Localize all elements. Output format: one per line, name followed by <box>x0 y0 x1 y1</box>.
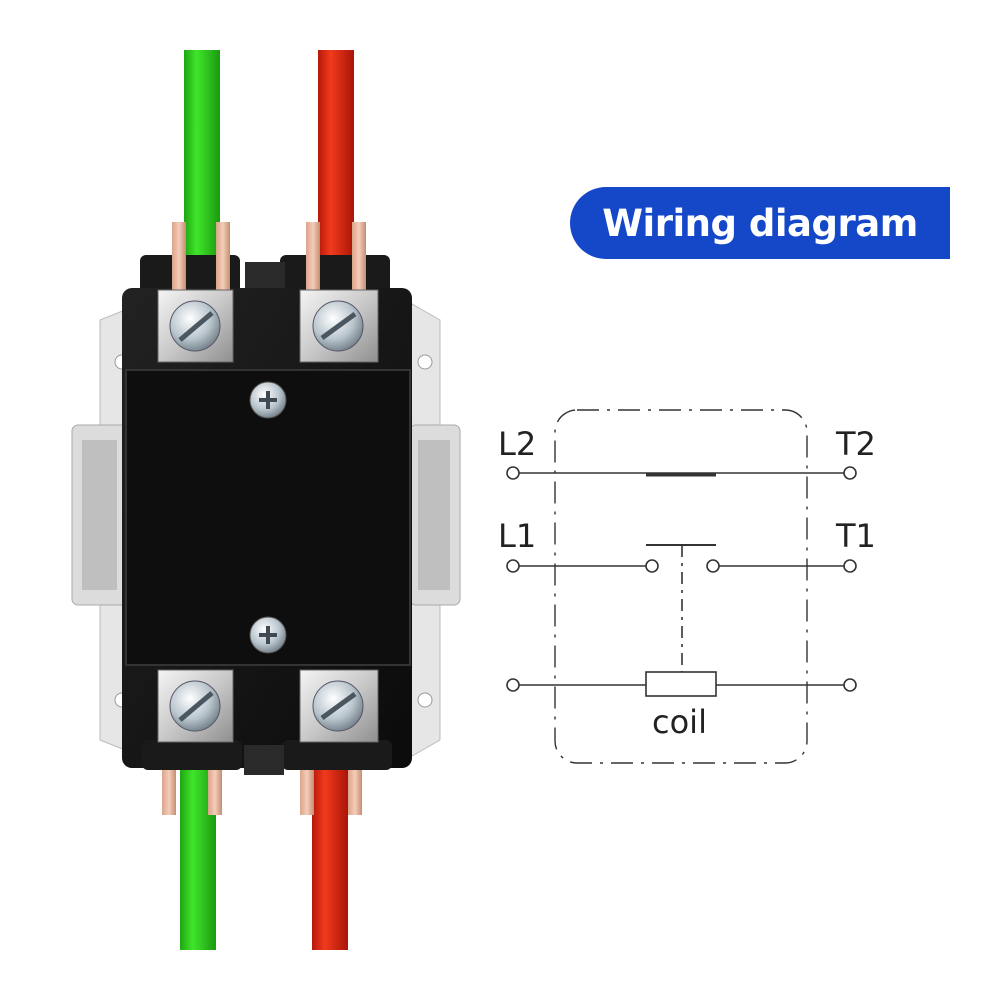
label-t1: T1 <box>836 517 876 555</box>
label-t2: T2 <box>836 425 876 463</box>
contact-left <box>645 559 659 573</box>
contactor-housing <box>122 255 412 775</box>
screw-terminal-icon <box>157 289 234 363</box>
coil-box <box>645 671 717 697</box>
terminal-coil-right <box>843 678 857 692</box>
label-l2: L2 <box>498 425 537 463</box>
screw-terminal-icon <box>157 669 234 743</box>
screw-terminal-icon <box>299 289 379 363</box>
mounting-screw-icon <box>249 616 287 654</box>
wire-red <box>312 50 354 950</box>
enclosure-outline <box>554 409 808 764</box>
screw-terminal-icon <box>299 669 379 743</box>
label-l1: L1 <box>498 517 537 555</box>
copper-tabs <box>162 222 366 815</box>
terminal-coil-left <box>506 678 520 692</box>
terminal-t2 <box>843 466 857 480</box>
label-coil: coil <box>652 703 707 741</box>
mounting-screw-icon <box>249 381 287 419</box>
banner-title: Wiring diagram <box>602 201 918 245</box>
terminal-l1 <box>506 559 520 573</box>
title-banner: Wiring diagram <box>570 187 950 259</box>
terminal-t1 <box>843 559 857 573</box>
terminal-l2 <box>506 466 520 480</box>
wiring-schematic <box>506 409 857 764</box>
contact-right <box>706 559 720 573</box>
